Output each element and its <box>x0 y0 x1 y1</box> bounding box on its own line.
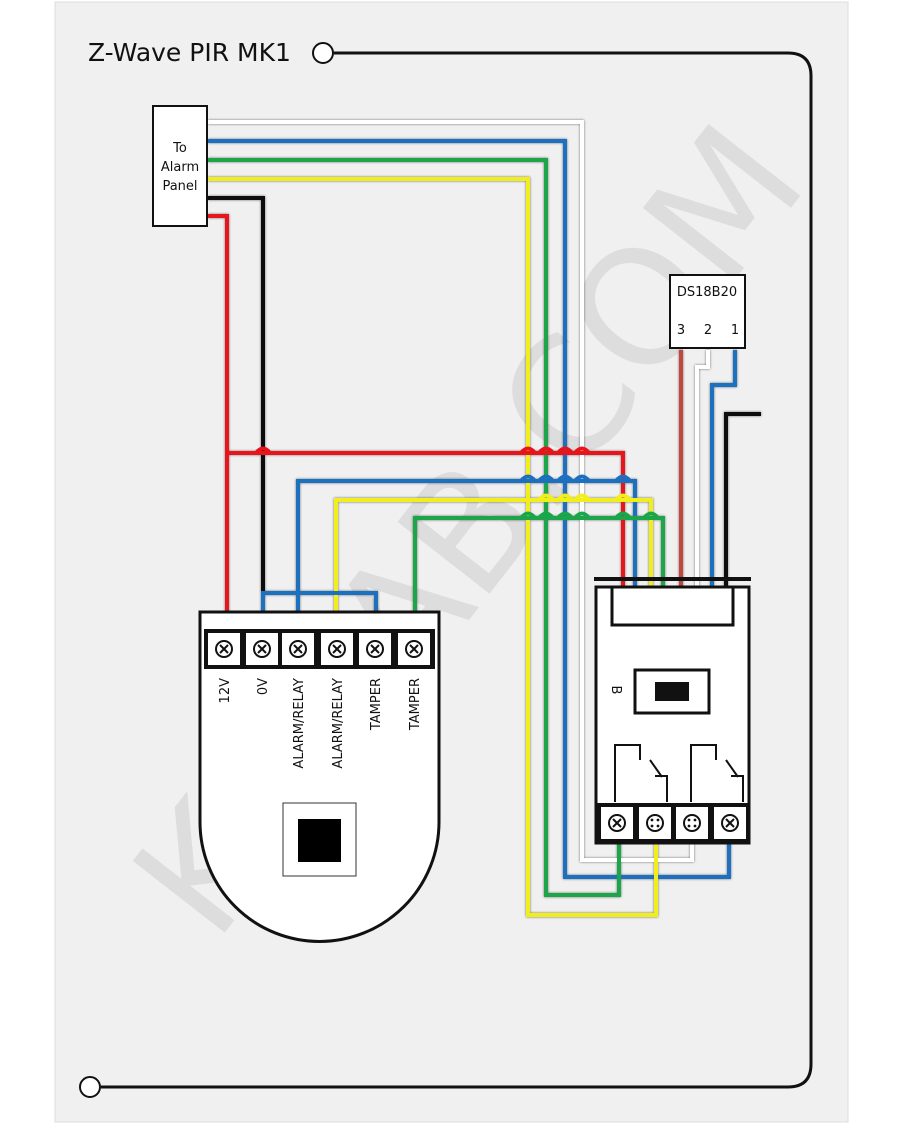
pir-screw-cross-6 <box>409 644 419 654</box>
pir-terminal-strip <box>204 629 435 669</box>
wire-red-panel <box>208 214 229 632</box>
module-label: B <box>608 686 623 695</box>
pir-body <box>198 610 441 943</box>
module-screw-dot-3-2 <box>693 818 697 822</box>
relay-switch-2 <box>690 744 744 802</box>
pir-terminal-label-3: ALARM/RELAY <box>292 678 307 769</box>
pir-terminal-label-6: TAMPER <box>408 678 423 731</box>
module-screw-cross-1 <box>612 818 622 828</box>
sensor-pin-3: 3 <box>677 323 685 338</box>
frame-start-circle <box>312 42 334 64</box>
module-screw-dot-3-1 <box>687 818 691 822</box>
wire-black-panel <box>208 196 265 632</box>
module-screw-dot-2-4 <box>656 824 660 828</box>
frame-border <box>101 51 813 1089</box>
module-button <box>655 682 689 701</box>
frame-end-circle <box>79 1076 101 1098</box>
module-screw-3 <box>683 814 701 832</box>
alarm-panel-box <box>152 105 208 227</box>
module-screw-dot-2-2 <box>656 818 660 822</box>
module-screw-cross-4 <box>725 818 735 828</box>
sensor-pin-1: 1 <box>731 323 739 338</box>
zwave-module: B <box>594 577 751 845</box>
wire-white-sensor <box>695 350 710 588</box>
pir-terminal-label-1: 12V <box>218 678 233 704</box>
module-screw-2 <box>646 814 664 832</box>
wire-red-module <box>227 451 625 588</box>
pir-lens <box>298 819 341 862</box>
pir-terminal-label-2: 0V <box>256 678 271 695</box>
sensor-name: DS18B20 <box>677 285 737 300</box>
pir-terminal-label-5: TAMPER <box>369 678 384 731</box>
pir-screws <box>208 633 430 665</box>
wire-blue-alarm <box>296 479 637 632</box>
wire-blue-sensor <box>710 350 737 588</box>
wires <box>208 120 761 917</box>
wire-blue-panel <box>208 139 731 879</box>
pir-screw-cross-1 <box>219 644 229 654</box>
wire-crossings <box>254 446 660 520</box>
relay-switch-1 <box>614 744 668 802</box>
wire-yellow-panel <box>208 177 658 917</box>
diagram-title: Z-Wave PIR MK1 <box>88 38 291 67</box>
module-body <box>594 585 751 845</box>
pir-terminal-label-4: ALARM/RELAY <box>331 678 346 769</box>
pir-screw-cross-3 <box>293 644 303 654</box>
wire-green-panel <box>208 158 621 897</box>
pir-screw-cross-5 <box>370 644 380 654</box>
pir-sensor: 12V 0V ALARM/RELAY ALARM/RELAY TAMPER TAMPER <box>198 610 441 943</box>
module-top-connector <box>610 585 735 627</box>
module-screw-dot-3-3 <box>687 824 691 828</box>
module-top-bar <box>594 577 751 581</box>
sensor-box <box>669 274 746 349</box>
alarm-panel-line-3: Panel <box>162 179 197 194</box>
alarm-panel-line-2: Alarm <box>161 160 199 175</box>
wire-yellow-alarm <box>334 498 653 632</box>
alarm-panel-line-1: To <box>172 141 187 156</box>
wire-black-antenna <box>724 412 761 588</box>
sensor-pin-2: 2 <box>704 323 712 338</box>
alarm-panel: To Alarm Panel <box>152 105 208 227</box>
module-screw-dot-2-1 <box>650 818 654 822</box>
pir-screw-cross-4 <box>332 644 342 654</box>
pir-screw-cross-2 <box>257 644 267 654</box>
ds18b20-sensor: DS18B20 3 2 1 <box>669 274 746 349</box>
module-screws <box>601 807 746 839</box>
module-screw-dot-3-4 <box>693 824 697 828</box>
module-screw-dot-2-3 <box>650 824 654 828</box>
wire-white <box>208 120 694 862</box>
pir-terminal-labels: 12V 0V ALARM/RELAY ALARM/RELAY TAMPER TAMPER <box>218 678 423 769</box>
